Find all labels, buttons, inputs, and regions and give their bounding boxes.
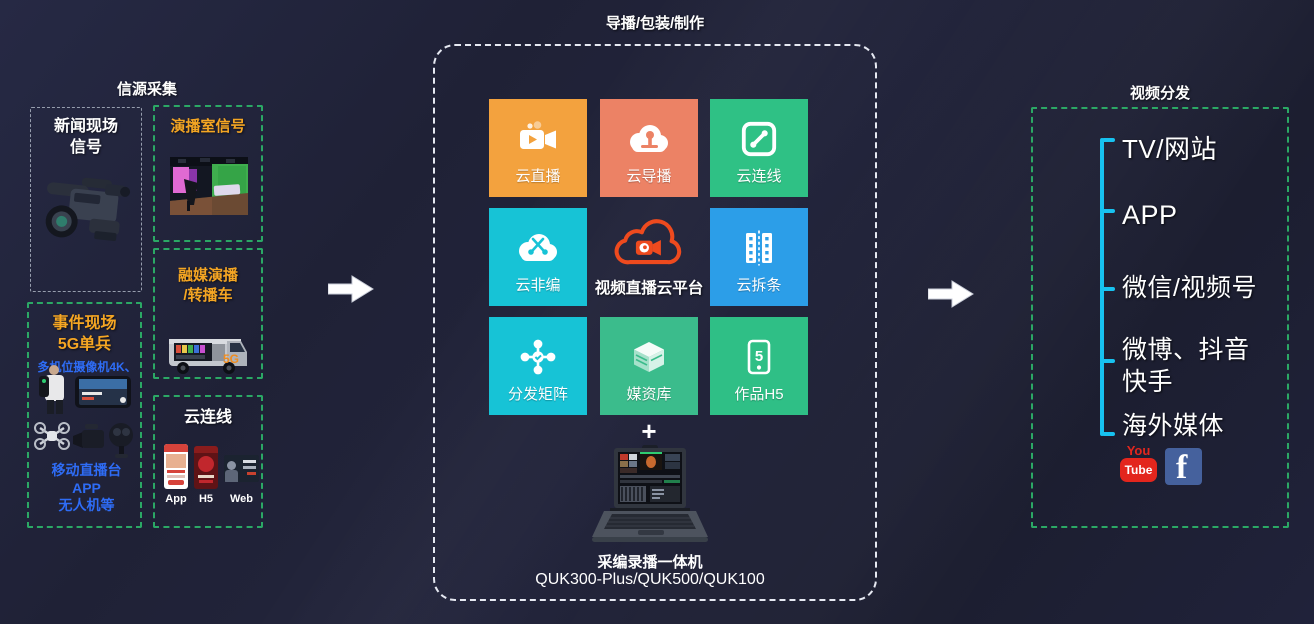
production-section-title: 导播/包装/制作: [605, 15, 705, 32]
tile-cloud-live: 云直播: [489, 99, 587, 197]
cloud-scissors-icon: [519, 234, 557, 261]
hub-platform-label: 视频直播云平台: [594, 280, 704, 297]
tile-cloud-director: 云导播: [600, 99, 698, 197]
news-camera-caption: 多机位摄像机4K、: [37, 360, 137, 374]
tile-cloud-editing: 云非编: [489, 208, 587, 306]
h5-screenshot-image: [194, 446, 218, 489]
news-signal-title: 新闻现场 信号: [53, 118, 118, 156]
bracket-tick: [1102, 287, 1115, 291]
bracket-tick: [1102, 138, 1115, 142]
distribution-section-title: 视频分发: [1129, 85, 1190, 102]
web-label: Web: [229, 493, 254, 505]
video-camera-icon: [520, 121, 556, 149]
cloud-link-box: 云连线 App H5 Web: [153, 395, 263, 528]
studio-image: [170, 157, 248, 215]
plus-sign: +: [641, 416, 657, 446]
broadcast-laptop-image: [592, 445, 708, 542]
device-name: 采编录播一体机: [597, 554, 703, 571]
event-field-title: 事件现场 5G单兵: [52, 315, 117, 353]
media-library-icon: [634, 342, 664, 372]
h5-label: H5: [198, 493, 214, 505]
film-split-icon: [746, 230, 772, 266]
facebook-icon: f: [1165, 448, 1202, 485]
link-icon: [741, 121, 777, 157]
hub-cloud-platform: 视频直播云平台: [595, 208, 703, 306]
news-signal-box: 新闻现场 信号 多机位摄像机4K、: [30, 107, 142, 374]
source-section-title: 信源采集: [116, 81, 177, 98]
van-5g-badge: 5G: [223, 352, 239, 366]
studio-signal-title: 演播室信号: [170, 118, 246, 135]
tile-cloud-clipping: 云拆条: [710, 208, 808, 306]
cloud-camera-icon: [614, 219, 682, 265]
device-models: QUK300-Plus/QUK500/QUK100: [535, 571, 765, 588]
backpack-reporter-image: [39, 365, 131, 414]
van-image: 5G: [169, 339, 247, 374]
h5-phone-icon: 5: [747, 339, 771, 375]
media-van-box: 融媒演播 /转播车 5G: [153, 248, 263, 379]
arrow-right-icon: [328, 275, 374, 303]
bracket-tick: [1102, 359, 1115, 363]
tile-distribution-matrix: 分发矩阵: [489, 317, 587, 415]
cloud-link-title: 云连线: [183, 409, 232, 426]
channel-app: APP: [1122, 200, 1178, 230]
distribution-box: [1031, 107, 1289, 528]
drone-devices-image: [34, 422, 133, 458]
studio-signal-box: 演播室信号: [153, 105, 263, 242]
event-field-box: 事件现场 5G单兵: [27, 302, 142, 528]
channel-tv-web: TV/网站: [1122, 134, 1217, 164]
svg-text:5: 5: [755, 348, 763, 365]
tile-media-library: 媒资库: [600, 317, 698, 415]
production-container: [433, 44, 877, 601]
arrow-right-icon: [928, 280, 974, 308]
channel-overseas: 海外媒体: [1122, 412, 1225, 440]
channel-weibo-douyin: 微博、抖音 快手: [1122, 336, 1250, 396]
tile-h5-works: 5 作品H5: [710, 317, 808, 415]
news-camera-image: [45, 177, 131, 241]
event-field-caption: 移动直播台 APP 无人机等: [51, 462, 122, 513]
bracket-tick: [1102, 209, 1115, 213]
youtube-icon: You Tube: [1120, 444, 1157, 482]
media-van-title: 融媒演播 /转播车: [177, 267, 238, 304]
tile-cloud-connect: 云连线: [710, 99, 808, 197]
cloud-director-icon: [630, 125, 668, 152]
app-screenshot-image: [164, 444, 188, 489]
app-label: App: [165, 493, 187, 505]
bracket-tick: [1102, 432, 1115, 436]
web-screenshot-image: [224, 455, 259, 482]
channel-wechat: 微信/视频号: [1122, 274, 1257, 302]
matrix-icon: [520, 339, 556, 375]
